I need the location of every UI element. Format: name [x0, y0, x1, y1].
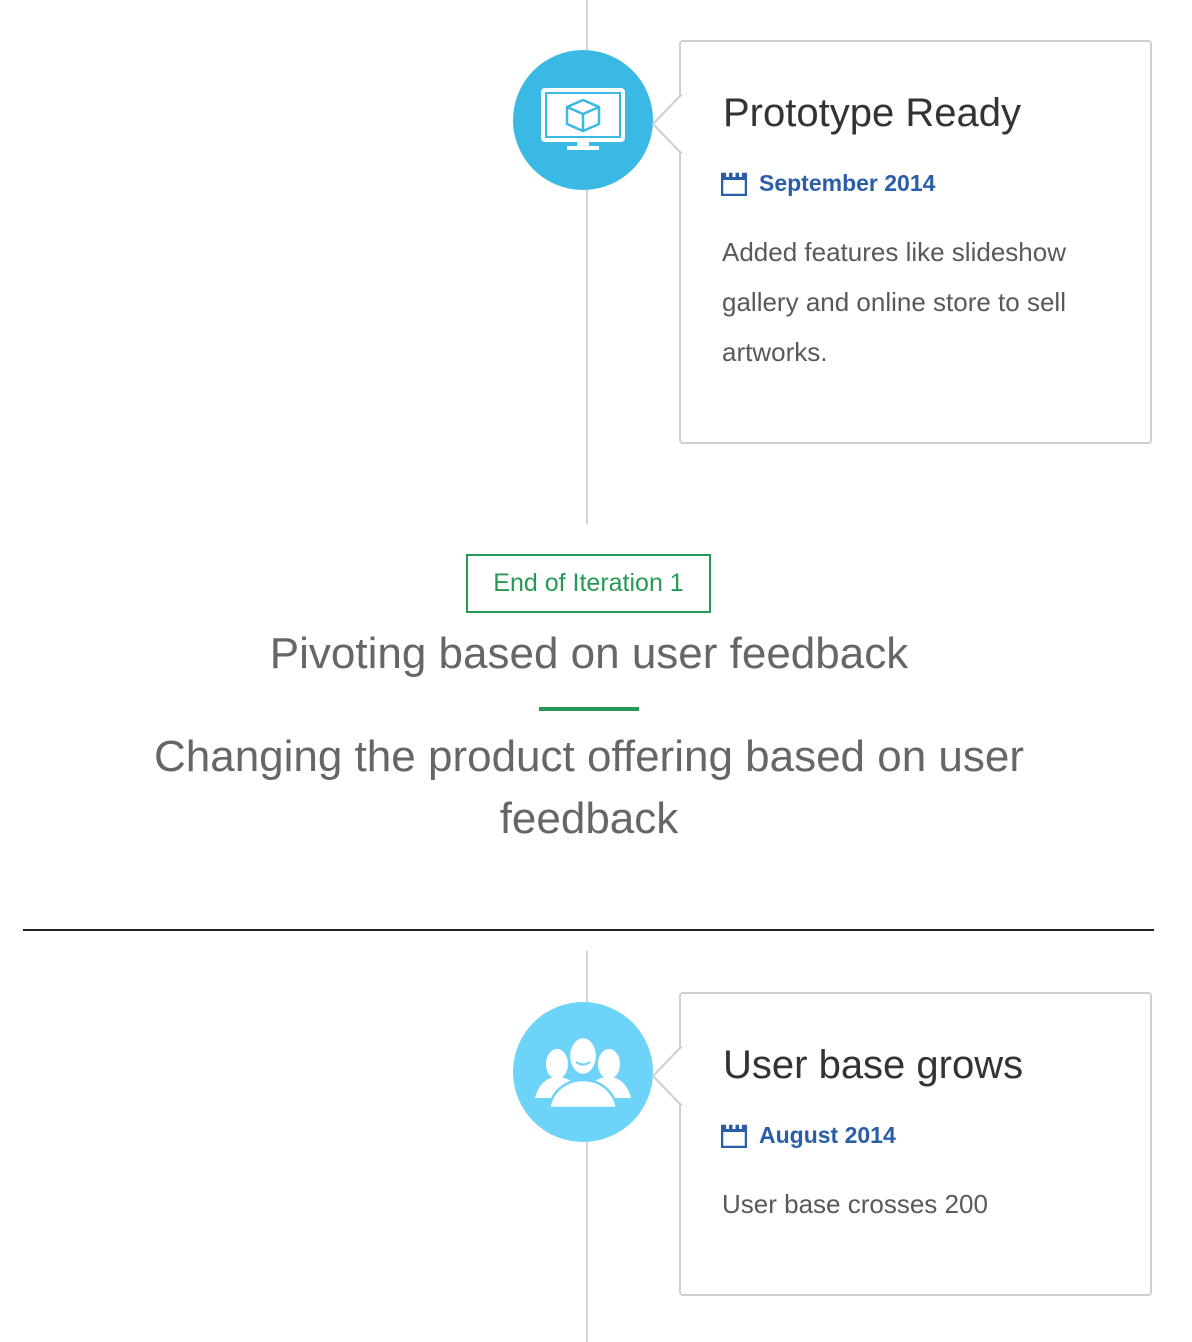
calendar-icon — [721, 171, 747, 196]
milestone-date: August 2014 — [721, 1122, 896, 1149]
section-subtitle: Changing the product offering based on u… — [153, 732, 1025, 843]
timeline-line-top — [586, 0, 588, 524]
milestone-icon-circle — [513, 50, 653, 190]
milestone-date-text: August 2014 — [759, 1122, 896, 1148]
milestone-card: User base grows August 2014 User base cr… — [651, 992, 1152, 1296]
milestone-date: September 2014 — [721, 170, 935, 197]
iteration-badge: End of Iteration 1 — [466, 554, 711, 613]
timeline-line-bottom — [586, 951, 588, 1342]
title-underline — [539, 707, 639, 711]
monitor-cube-icon — [541, 88, 625, 150]
card-pointer — [651, 1046, 683, 1106]
section-title: Pivoting based on user feedback — [269, 629, 909, 678]
calendar-icon — [721, 1123, 747, 1148]
milestone-card: Prototype Ready September 2014 Added fea… — [651, 40, 1152, 444]
users-group-icon — [535, 1035, 631, 1110]
milestone-date-text: September 2014 — [759, 170, 936, 196]
milestone-icon-circle — [513, 1002, 653, 1142]
milestone-title: Prototype Ready — [723, 91, 1021, 135]
card-pointer — [651, 94, 683, 154]
milestone-description: Added features like slideshow gallery an… — [722, 237, 1066, 367]
milestone-description: User base crosses 200 — [722, 1189, 988, 1219]
horizontal-divider — [23, 929, 1154, 931]
milestone-title: User base grows — [723, 1043, 1024, 1087]
